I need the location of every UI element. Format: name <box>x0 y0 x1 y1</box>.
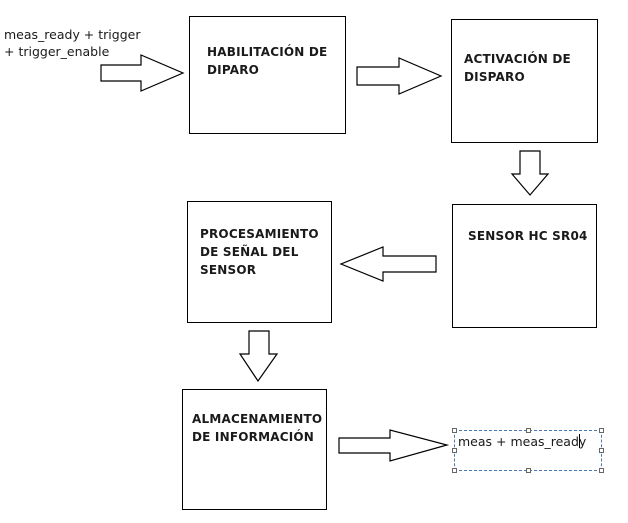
resize-handle-sw[interactable] <box>452 468 457 473</box>
block-procesamiento-label: PROCESAMIENTO DE SEÑAL DEL SENSOR <box>200 227 319 277</box>
arrow-right-input <box>100 54 185 92</box>
resize-handle-w[interactable] <box>452 448 457 453</box>
resize-handle-e[interactable] <box>599 448 604 453</box>
arrow-down-procesamiento-almacenamiento <box>238 330 279 383</box>
resize-handle-s[interactable] <box>526 468 531 473</box>
block-sensor[interactable]: SENSOR HC SR04 <box>452 204 597 328</box>
output-signals-text[interactable]: meas + meas_ready <box>458 434 587 449</box>
resize-handle-se[interactable] <box>599 468 604 473</box>
arrow-right-habilitacion-activacion <box>356 57 443 95</box>
arrow-left-sensor-procesamiento <box>339 246 437 282</box>
arrow-down-activacion-sensor <box>510 150 550 196</box>
block-procesamiento[interactable]: PROCESAMIENTO DE SEÑAL DEL SENSOR <box>187 201 332 323</box>
resize-handle-nw[interactable] <box>452 428 457 433</box>
block-activacion-label: ACTIVACIÓN DE DISPARO <box>464 52 571 84</box>
block-activacion[interactable]: ACTIVACIÓN DE DISPARO <box>451 19 598 143</box>
block-habilitacion-label: HABILITACIÓN DE DIPARO <box>207 45 328 77</box>
resize-handle-n[interactable] <box>526 428 531 433</box>
block-sensor-label: SENSOR HC SR04 <box>468 229 588 243</box>
text-cursor <box>579 434 580 448</box>
block-almacenamiento[interactable]: ALMACENAMIENTO DE INFORMACIÓN <box>182 389 327 510</box>
block-almacenamiento-label: ALMACENAMIENTO DE INFORMACIÓN <box>192 412 323 444</box>
arrow-right-output <box>338 429 450 462</box>
resize-handle-ne[interactable] <box>599 428 604 433</box>
block-habilitacion[interactable]: HABILITACIÓN DE DIPARO <box>189 16 346 134</box>
input-signals-text: meas_ready + trigger + trigger_enable <box>4 27 141 59</box>
